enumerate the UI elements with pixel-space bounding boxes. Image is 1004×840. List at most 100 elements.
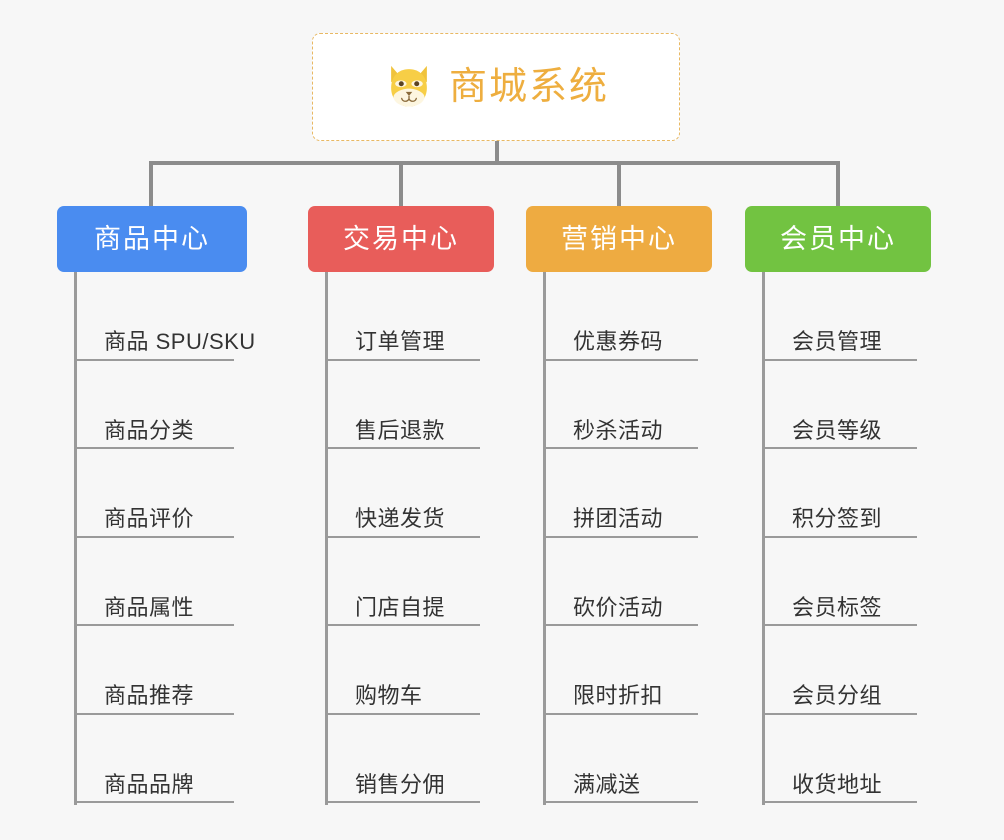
- leaf-item[interactable]: 会员管理: [762, 272, 931, 361]
- category-column-marketing: 营销中心 优惠券码 秒杀活动 拼团活动 砍价活动 限时折扣: [526, 206, 712, 805]
- leaf-item[interactable]: 购物车: [325, 626, 494, 715]
- root-node[interactable]: 商城系统: [312, 33, 680, 141]
- leaf-item-rule: [74, 535, 234, 538]
- leaf-item-label: 会员标签: [792, 594, 883, 620]
- connector-drop-marketing: [617, 161, 621, 206]
- leaf-item-rule: [543, 624, 698, 626]
- leaf-item-rule: [325, 801, 480, 803]
- leaf-item-label: 优惠券码: [573, 329, 664, 355]
- leaf-item[interactable]: 收货地址: [762, 715, 931, 803]
- category-header-member[interactable]: 会员中心: [745, 206, 931, 272]
- category-header-trade[interactable]: 交易中心: [308, 206, 494, 272]
- category-label: 商品中心: [94, 223, 210, 254]
- leaf-item-rule: [325, 712, 480, 715]
- leaf-item-label: 砍价活动: [573, 594, 664, 620]
- connector-trunk-marketing: [543, 272, 546, 805]
- leaf-item[interactable]: 商品 SPU/SKU: [74, 272, 255, 361]
- leaf-item-label: 商品评价: [104, 506, 195, 532]
- leaf-item-rule: [543, 712, 698, 715]
- category-header-marketing[interactable]: 营销中心: [526, 206, 712, 272]
- leaf-item[interactable]: 优惠券码: [543, 272, 712, 361]
- leaf-item[interactable]: 销售分佣: [325, 715, 494, 803]
- leaf-item-rule: [762, 358, 917, 361]
- connector-trunk-product: [74, 272, 77, 805]
- leaf-item[interactable]: 会员分组: [762, 626, 931, 715]
- category-header-product[interactable]: 商品中心: [57, 206, 247, 272]
- leaf-item-rule: [762, 447, 917, 449]
- leaf-item-label: 秒杀活动: [573, 417, 664, 443]
- shiba-dog-face-icon: [391, 65, 427, 107]
- leaf-stack-trade: 订单管理 售后退款 快递发货 门店自提 购物车 销售分佣: [308, 272, 494, 805]
- leaf-item[interactable]: 商品评价: [74, 449, 247, 538]
- leaf-item-rule: [762, 624, 917, 626]
- root-title: 商城系统: [448, 66, 609, 108]
- category-column-trade: 交易中心 订单管理 售后退款 快递发货 门店自提 购物车: [308, 206, 494, 805]
- leaf-item-label: 商品分类: [104, 417, 195, 443]
- leaf-item[interactable]: 售后退款: [325, 361, 494, 449]
- leaf-item-label: 会员分组: [792, 683, 883, 709]
- leaf-item-rule: [543, 358, 698, 361]
- leaf-stack-member: 会员管理 会员等级 积分签到 会员标签 会员分组 收货地址: [745, 272, 931, 805]
- leaf-item-rule: [325, 624, 480, 626]
- connector-trunk-trade: [325, 272, 328, 805]
- leaf-item-label: 商品 SPU/SKU: [104, 329, 256, 355]
- leaf-item[interactable]: 会员等级: [762, 361, 931, 449]
- leaf-item-label: 限时折扣: [573, 683, 664, 709]
- leaf-item-rule: [543, 801, 698, 803]
- leaf-item[interactable]: 砍价活动: [543, 538, 712, 626]
- leaf-item[interactable]: 商品品牌: [74, 715, 247, 803]
- leaf-item-rule: [325, 447, 480, 449]
- leaf-item-rule: [74, 358, 234, 361]
- connector-trunk-member: [762, 272, 765, 805]
- leaf-item-rule: [762, 712, 917, 715]
- leaf-item-rule: [74, 712, 234, 715]
- category-label: 交易中心: [343, 223, 459, 254]
- category-column-product: 商品中心 商品 SPU/SKU 商品分类 商品评价 商品属性 商品推荐: [57, 206, 255, 805]
- connector-drop-trade: [399, 161, 403, 206]
- leaf-stack-marketing: 优惠券码 秒杀活动 拼团活动 砍价活动 限时折扣 满减送: [526, 272, 712, 805]
- leaf-item-rule: [543, 447, 698, 449]
- leaf-item-rule: [325, 358, 480, 361]
- leaf-item-rule: [74, 624, 234, 626]
- leaf-item-label: 快递发货: [355, 506, 446, 532]
- category-column-member: 会员中心 会员管理 会员等级 积分签到 会员标签 会员分组: [745, 206, 931, 805]
- leaf-item-label: 会员等级: [792, 417, 883, 443]
- leaf-item-label: 销售分佣: [355, 771, 446, 797]
- leaf-item[interactable]: 商品属性: [74, 538, 247, 626]
- connector-root-stem: [495, 141, 499, 164]
- leaf-item[interactable]: 拼团活动: [543, 449, 712, 538]
- leaf-item-rule: [762, 801, 917, 803]
- leaf-item[interactable]: 秒杀活动: [543, 361, 712, 449]
- connector-drop-product: [149, 161, 153, 206]
- leaf-item-rule: [543, 535, 698, 538]
- leaf-item-label: 积分签到: [792, 506, 883, 532]
- leaf-item-label: 门店自提: [355, 594, 446, 620]
- leaf-stack-product: 商品 SPU/SKU 商品分类 商品评价 商品属性 商品推荐 商品品牌: [57, 272, 255, 805]
- category-label: 会员中心: [780, 223, 896, 254]
- leaf-item-label: 订单管理: [355, 329, 446, 355]
- leaf-item-label: 售后退款: [355, 417, 446, 443]
- leaf-item[interactable]: 商品分类: [74, 361, 247, 449]
- leaf-item-label: 商品品牌: [104, 771, 195, 797]
- leaf-item-label: 收货地址: [792, 771, 883, 797]
- leaf-item-rule: [762, 535, 917, 538]
- leaf-item-rule: [74, 801, 234, 803]
- connector-horizontal-bus: [149, 161, 840, 165]
- leaf-item-label: 会员管理: [792, 329, 883, 355]
- leaf-item[interactable]: 满减送: [543, 715, 712, 803]
- leaf-item[interactable]: 门店自提: [325, 538, 494, 626]
- category-label: 营销中心: [561, 223, 677, 254]
- leaf-item-label: 购物车: [355, 683, 423, 709]
- leaf-item-label: 满减送: [573, 771, 641, 797]
- leaf-item[interactable]: 商品推荐: [74, 626, 247, 715]
- leaf-item-label: 商品推荐: [104, 683, 195, 709]
- leaf-item[interactable]: 限时折扣: [543, 626, 712, 715]
- leaf-item-rule: [74, 447, 234, 449]
- leaf-item[interactable]: 积分签到: [762, 449, 931, 538]
- leaf-item[interactable]: 订单管理: [325, 272, 494, 361]
- leaf-item[interactable]: 快递发货: [325, 449, 494, 538]
- leaf-item[interactable]: 会员标签: [762, 538, 931, 626]
- leaf-item-rule: [325, 535, 480, 538]
- leaf-item-label: 拼团活动: [573, 506, 664, 532]
